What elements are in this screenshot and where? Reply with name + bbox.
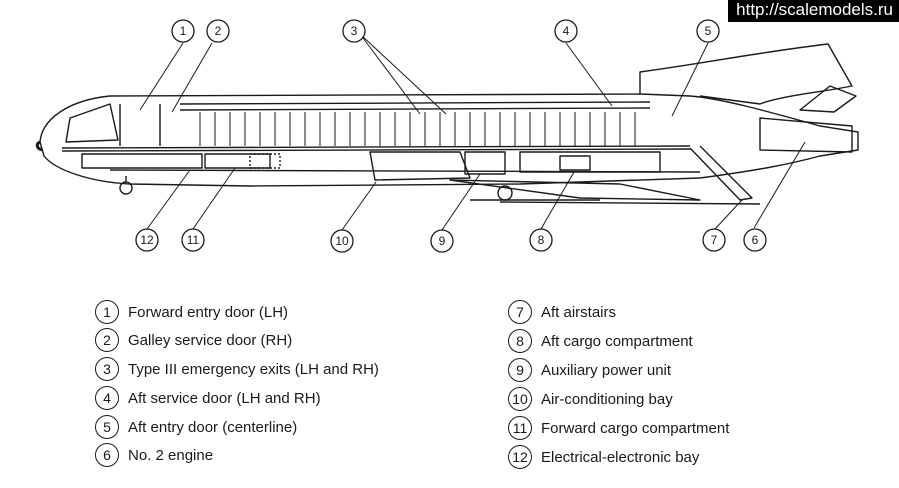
legend-number: 9 [508, 358, 532, 382]
callout-2: 2 [206, 19, 230, 43]
tail-fin [639, 43, 853, 105]
legend-text: No. 2 engine [128, 446, 214, 464]
legend-item: 5 Aft entry door (centerline) [95, 415, 297, 439]
engine-nacelle [759, 117, 853, 153]
callout-10: 10 [330, 229, 354, 253]
legend-item: 3 Type III emergency exits (LH and RH) [95, 357, 379, 381]
callout-6: 6 [743, 228, 767, 252]
svg-text:9: 9 [439, 234, 446, 248]
legend-item: 11 Forward cargo compartment [508, 416, 729, 440]
legend-number: 3 [95, 357, 119, 381]
callout-5: 5 [696, 19, 720, 43]
legend-item: 6 No. 2 engine [95, 443, 213, 467]
legend-number: 7 [508, 300, 532, 324]
callout-11: 11 [181, 228, 205, 252]
legend-item: 9 Auxiliary power unit [508, 358, 671, 382]
legend-item: 10 Air-conditioning bay [508, 387, 673, 411]
legend-text: Forward entry door (LH) [128, 303, 289, 321]
legend-number: 6 [95, 443, 119, 467]
callout-1: 1 [171, 19, 195, 43]
legend-text: Aft entry door (centerline) [128, 418, 298, 436]
legend-item: 7 Aft airstairs [508, 300, 616, 324]
legend-number: 4 [95, 386, 119, 410]
svg-text:7: 7 [711, 233, 718, 247]
legend-number: 8 [508, 329, 532, 353]
svg-text:4: 4 [563, 24, 570, 38]
legend-item: 8 Aft cargo compartment [508, 329, 693, 353]
svg-text:11: 11 [187, 233, 200, 247]
svg-text:12: 12 [140, 233, 154, 247]
leader-lines [139, 33, 806, 231]
svg-text:2: 2 [215, 24, 222, 38]
legend-text: Air-conditioning bay [541, 390, 673, 408]
legend-item: 12 Electrical-electronic bay [508, 445, 699, 469]
legend-item: 2 Galley service door (RH) [95, 328, 292, 352]
legend-text: Electrical-electronic bay [541, 448, 700, 466]
callout-8: 8 [529, 228, 553, 252]
nose-cone [35, 140, 43, 152]
fuselage-outline [39, 93, 859, 187]
legend-number: 5 [95, 415, 119, 439]
legend-text: Type III emergency exits (LH and RH) [128, 360, 379, 378]
aft-airstairs [689, 145, 753, 201]
svg-text:3: 3 [351, 24, 358, 38]
legend-item: 4 Aft service door (LH and RH) [95, 386, 321, 410]
legend-number: 11 [508, 416, 532, 440]
callout-4: 4 [554, 19, 578, 43]
callout-9: 9 [430, 229, 454, 253]
air-conditioning-bay [369, 151, 471, 181]
legend-text: Aft service door (LH and RH) [128, 389, 321, 407]
svg-text:5: 5 [705, 24, 712, 38]
legend-item: 1 Forward entry door (LH) [95, 300, 288, 324]
svg-text:8: 8 [538, 233, 545, 247]
legend-text: Aft cargo compartment [541, 332, 693, 350]
cockpit [65, 103, 119, 143]
legend-number: 2 [95, 328, 119, 352]
legend-text: Galley service door (RH) [128, 331, 293, 349]
legend-text: Auxiliary power unit [541, 361, 672, 379]
callout-7: 7 [702, 228, 726, 252]
aft-cargo-compartment [519, 151, 661, 173]
cabin-floor [61, 145, 691, 149]
svg-text:6: 6 [752, 233, 759, 247]
wing [449, 179, 701, 201]
watermark-url: http://scalemodels.ru [728, 0, 899, 22]
electrical-electronic-bay [81, 153, 203, 169]
apu-bay [464, 151, 506, 175]
legend-number: 10 [508, 387, 532, 411]
legend-text: Aft airstairs [541, 303, 617, 321]
legend-number: 1 [95, 300, 119, 324]
svg-text:10: 10 [335, 234, 349, 248]
legend-number: 12 [508, 445, 532, 469]
forward-cargo-compartment [204, 153, 271, 169]
svg-text:1: 1 [180, 24, 187, 38]
callout-3: 3 [342, 19, 366, 43]
callout-12: 12 [135, 228, 159, 252]
passenger-seats [199, 112, 636, 146]
legend-text: Forward cargo compartment [541, 419, 730, 437]
